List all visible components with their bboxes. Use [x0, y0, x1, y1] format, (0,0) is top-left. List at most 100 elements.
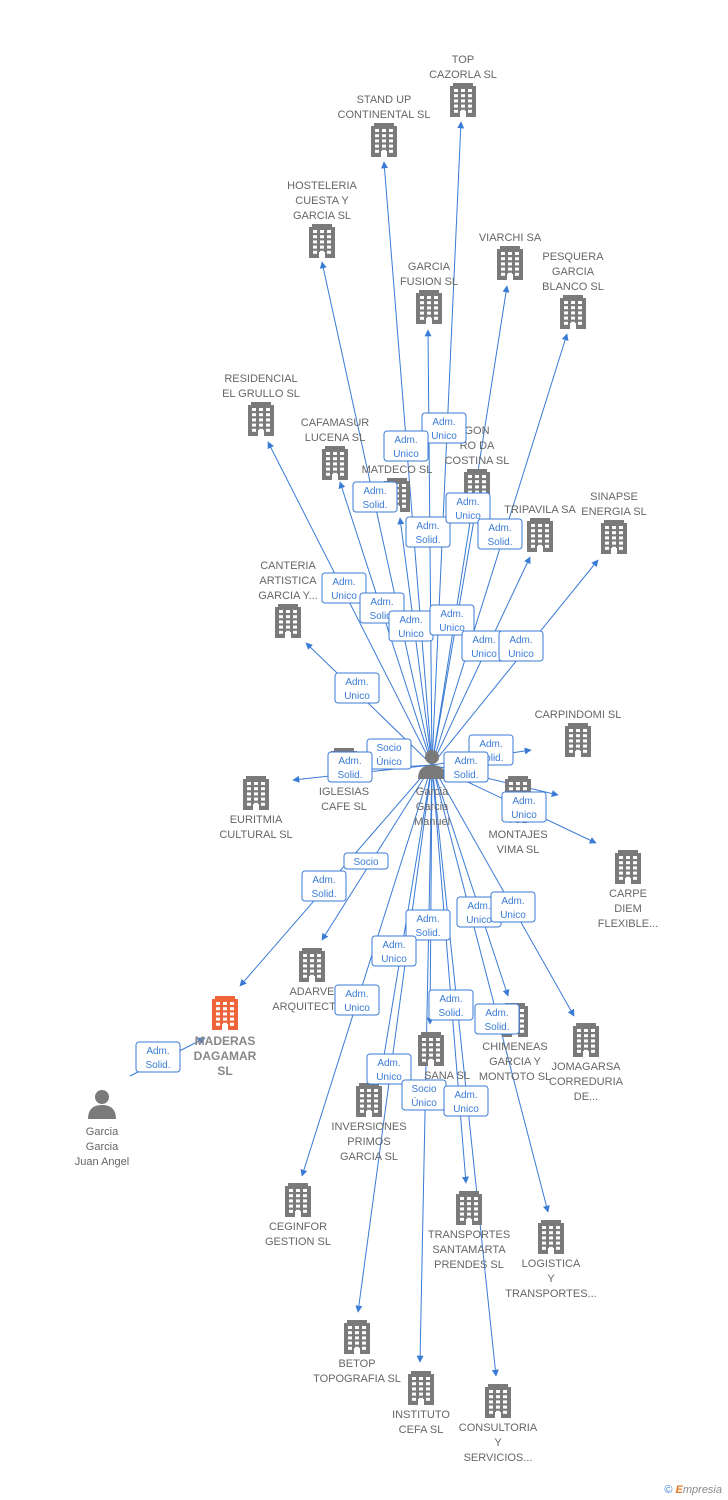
node-jomagarsa[interactable]: JOMAGARSACORREDURIADE... [549, 1023, 624, 1103]
edge-role-text: Unico [376, 1072, 402, 1083]
node-label-line: VIARCHI SA [479, 232, 542, 244]
edge-role-text: Socio [376, 743, 401, 754]
node-label-line: CANTERIA [260, 560, 316, 572]
edge-role-text: Solid. [453, 770, 478, 781]
node-label-line: GARCIA SL [340, 1151, 398, 1163]
node-label-line: MONTOTO SL [479, 1071, 551, 1083]
edge-role-text: Adm. [338, 756, 361, 767]
building-icon [371, 123, 397, 157]
building-icon [450, 83, 476, 117]
node-carpediem[interactable]: CARPEDIEMFLEXIBLE... [598, 850, 659, 930]
edge-role-label: Adm.Unico [445, 492, 491, 524]
edge-role-text: Solid. [438, 1008, 463, 1019]
node-label-line: RO DA [460, 440, 496, 452]
edge-role-text: Adm. [454, 756, 477, 767]
node-label-line: STAND UP [357, 94, 412, 106]
edge-role-label: Adm.Unico [443, 1085, 489, 1117]
node-label-line: CEGINFOR [269, 1221, 327, 1233]
node-label-line: BETOP [338, 1358, 375, 1370]
edge-manuel-tecnisana [426, 764, 434, 1025]
node-label-line: Juan Angel [75, 1156, 129, 1168]
edge-role-text: Adm. [416, 521, 439, 532]
edge-role-text: Solid. [484, 1022, 509, 1033]
node-logistica[interactable]: LOGISTICAYTRANSPORTES... [505, 1220, 597, 1300]
edge-role-text: Unico [508, 649, 534, 660]
edge-role-label: Adm.Unico [388, 610, 434, 642]
node-label-line: HOSTELERIA [287, 180, 357, 192]
node-carpindomi[interactable]: CARPINDOMI SL [535, 709, 622, 757]
building-icon [456, 1191, 482, 1225]
edge-role-text: Unico [344, 691, 370, 702]
building-icon [299, 948, 325, 982]
node-label-line: INSTITUTO [392, 1409, 450, 1421]
node-label-line: TRIPAVILA SA [504, 504, 576, 516]
copyright-notice: © Empresia [664, 1484, 722, 1496]
edge-role-label: Adm.Unico [321, 572, 367, 604]
edge-role-text: Adm. [467, 901, 490, 912]
edge-role-label: Adm.Solid. [352, 481, 398, 513]
building-icon [285, 1183, 311, 1217]
edge-role-label: Adm.Unico [421, 412, 467, 444]
node-tecnisana[interactable]: SANA SL [418, 1032, 470, 1082]
node-label-line: GARCIA SL [293, 210, 351, 222]
node-label-line: CORREDURIA [549, 1076, 624, 1088]
brand-initial: E [675, 1484, 683, 1496]
node-label-line: GARCIA [552, 266, 595, 278]
node-label-line: VIMA SL [497, 844, 540, 856]
edge-role-text: Unico [393, 449, 419, 460]
building-icon [485, 1384, 511, 1418]
building-icon [573, 1023, 599, 1057]
edge-role-label: Adm.Unico [490, 891, 536, 923]
node-label-line: SINAPSE [590, 491, 638, 503]
edge-role-text: Único [411, 1096, 437, 1109]
node-label-line: Y [547, 1273, 555, 1285]
building-icon [615, 850, 641, 884]
node-consultoria[interactable]: CONSULTORIAYSERVICIOS... [459, 1384, 538, 1464]
node-label-line: MATDECO SL [362, 464, 433, 476]
edge-role-text: Unico [344, 1003, 370, 1014]
node-label-line: SL [217, 1064, 232, 1078]
node-label-line: Manuel [414, 816, 450, 828]
edge-role-text: Solid. [415, 535, 440, 546]
node-label-line: DAGAMAR [194, 1049, 257, 1063]
node-label-line: DIEM [614, 903, 642, 915]
edge-role-label: Adm. Solid. [474, 1003, 520, 1035]
node-label-line: FLEXIBLE... [598, 918, 659, 930]
node-viarchi[interactable]: VIARCHI SA [479, 232, 542, 280]
edge-role-text: Solid. [311, 889, 336, 900]
node-tripavila[interactable]: TRIPAVILA SA [504, 504, 577, 552]
edge-manuel-ceginfor [300, 764, 433, 1177]
node-label-line: GARCIA Y... [258, 590, 318, 602]
edge-role-label: Socio [343, 852, 389, 870]
edge-role-label: Adm.Solid. [428, 989, 474, 1021]
edge-role-text: Adm. [501, 896, 524, 907]
edge-manuel-chimeneas [431, 764, 510, 997]
edge-role-text: Solid. [478, 753, 503, 764]
edge-role-text: Adm. [485, 1008, 508, 1019]
node-label-line: CARPINDOMI SL [535, 709, 622, 721]
edge-manuel-betop [355, 764, 433, 1313]
edge-role-label: Adm.Unico [498, 630, 544, 662]
node-label-line: BLANCO SL [542, 281, 604, 293]
